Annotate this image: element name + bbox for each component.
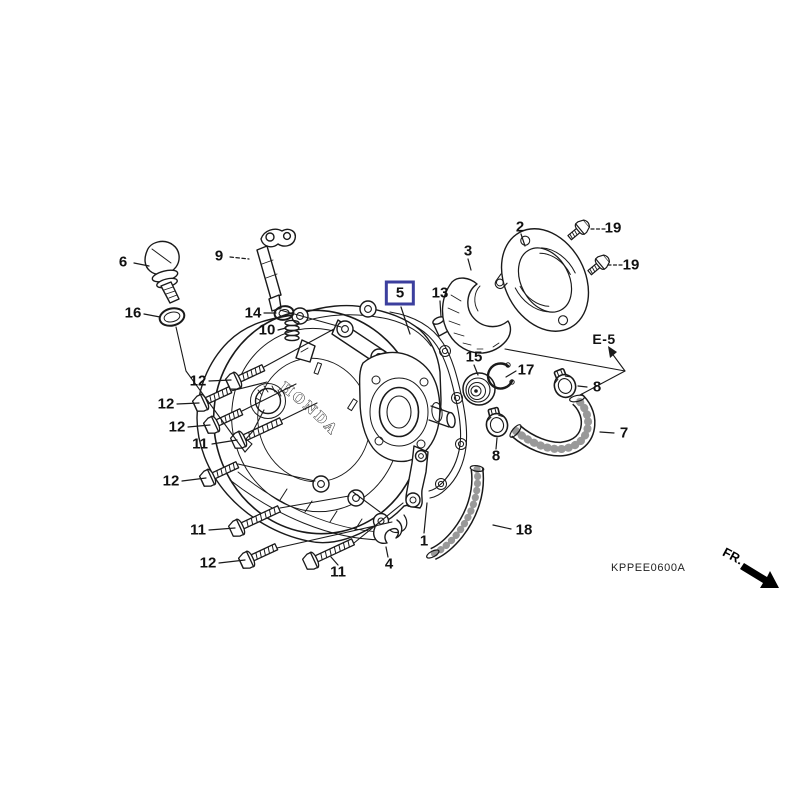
oil-seal-drawing [462,372,496,406]
spring-drawing [284,319,300,342]
drain-hose-drawing [426,464,485,560]
callout-12-5[interactable]: 12 [199,554,217,572]
callout-9[interactable]: 9 [214,247,224,265]
snap-ring-drawing [486,362,515,390]
callout-4[interactable]: 4 [384,555,394,573]
callout-14[interactable]: 14 [244,304,262,322]
callout-8-2[interactable]: 8 [592,378,602,396]
section-reference-label: E-5 [592,331,616,347]
hose-clamp-lower-drawing [481,405,511,440]
callout-2[interactable]: 2 [515,218,525,236]
callout-5[interactable]: 5 [384,280,416,306]
callout-19-2[interactable]: 19 [622,256,640,274]
oil-filler-cap-drawing [144,240,180,304]
gasket-drawing [389,311,468,499]
bolt-12-drawing [236,538,281,572]
lifter-plate-drawing [494,228,590,332]
callout-19-1[interactable]: 19 [604,219,622,237]
diagram-code: KPPEE0600A [611,562,686,574]
callout-3[interactable]: 3 [463,242,473,260]
callout-11-3[interactable]: 11 [330,563,346,581]
callout-12-1[interactable]: 12 [189,372,207,390]
callout-12-3[interactable]: 12 [168,418,186,436]
e5-arrowhead [608,346,617,358]
fr-direction-arrow [740,563,779,588]
assembly-pointer-lines [175,309,626,549]
callout-18[interactable]: 18 [515,521,533,539]
callout-11-1[interactable]: 11 [192,435,208,453]
callout-13[interactable]: 13 [431,284,449,302]
callout-10[interactable]: 10 [258,321,276,339]
leader-lines [133,228,623,566]
callout-8-1[interactable]: 8 [491,447,501,465]
callout-12-4[interactable]: 12 [162,472,180,490]
water-hose-drawing [509,393,596,457]
callout-12-2[interactable]: 12 [157,395,175,413]
clutch-shoe-drawing [441,277,512,354]
callout-7[interactable]: 7 [619,424,629,442]
lifter-lever-drawing [256,228,296,312]
callout-1[interactable]: 1 [419,532,429,550]
bolt-19-drawing [564,216,593,244]
callout-15[interactable]: 15 [465,348,483,366]
clutch-cover-drawing: HONDA [196,300,456,544]
stay-clamp-drawing [372,512,403,544]
callout-6[interactable]: 6 [118,253,128,271]
o-ring-drawing [158,307,186,327]
callout-16[interactable]: 16 [124,304,142,322]
callout-11-2[interactable]: 11 [190,521,206,539]
callout-17[interactable]: 17 [517,361,535,379]
